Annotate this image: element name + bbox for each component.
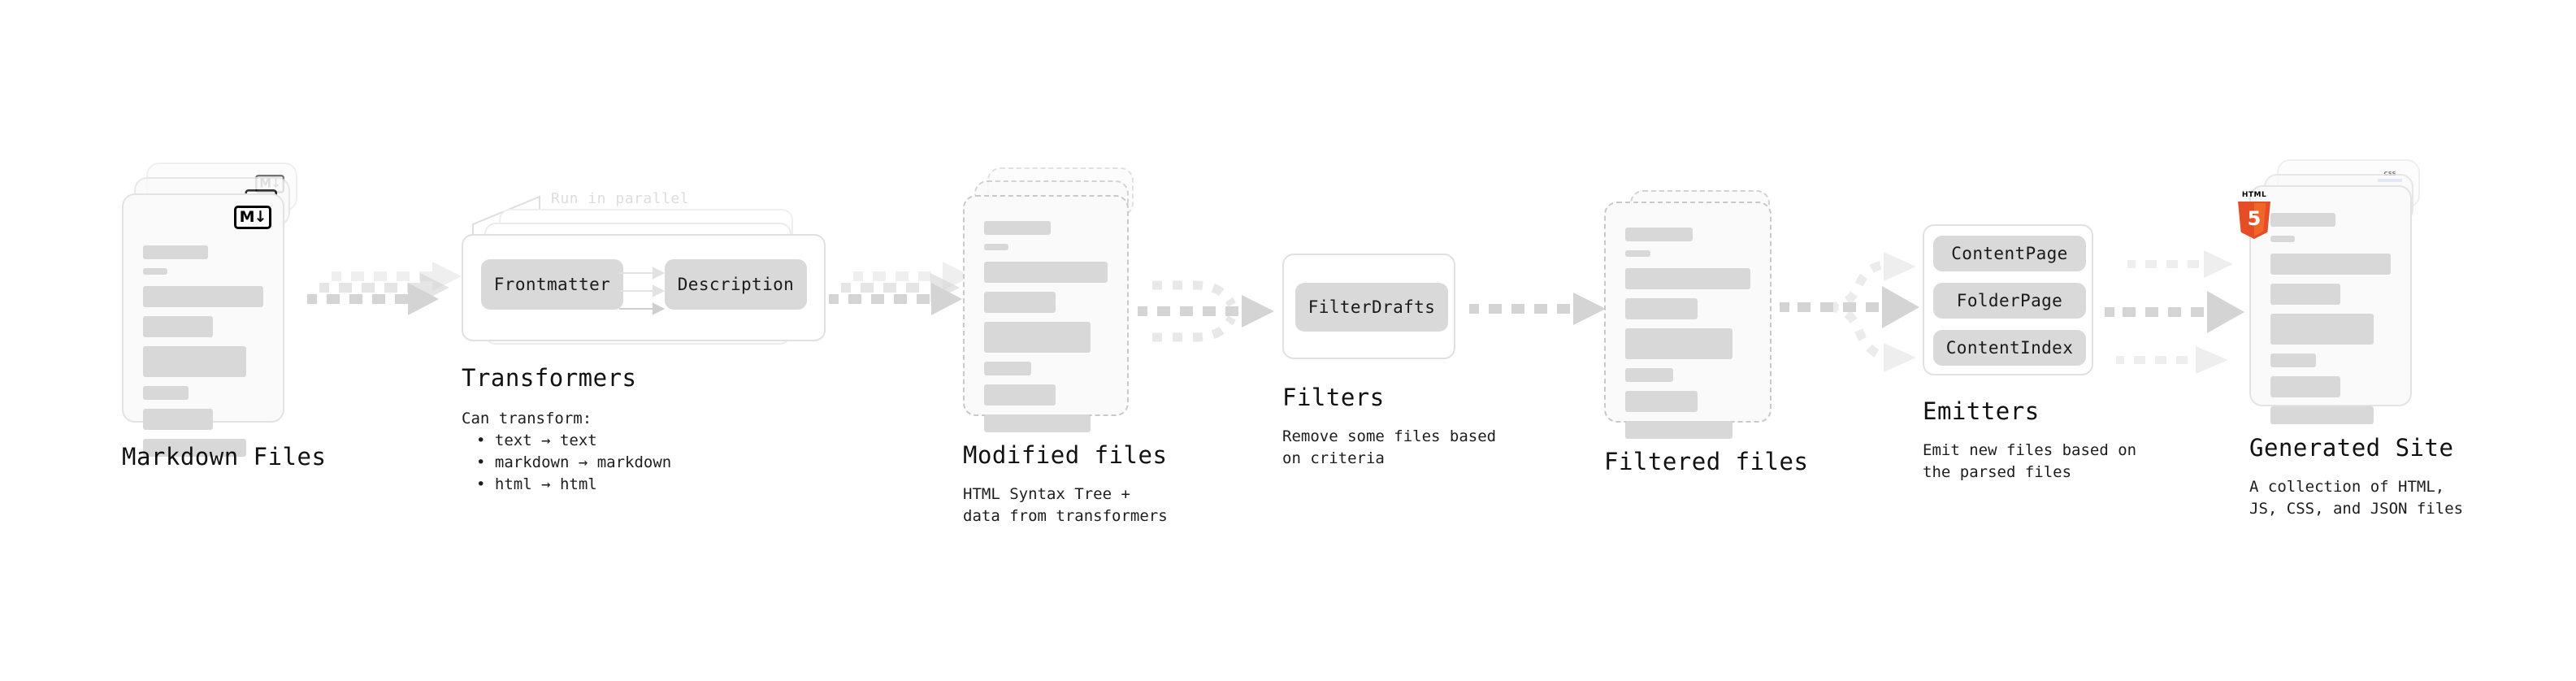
- emitters-box: ContentPage FolderPage ContentIndex: [1923, 224, 2093, 375]
- transformers-bullet-2: • html → html: [476, 475, 597, 493]
- emitter-pill-folderpage[interactable]: FolderPage: [1933, 283, 2086, 319]
- connector-filters-to-filtered: [1469, 293, 1606, 325]
- emitter-pill-contentindex[interactable]: ContentIndex: [1933, 330, 2086, 366]
- stage-markdown-files: M↓ M↓ M↓: [122, 163, 326, 471]
- connector-modified-to-filters: [1138, 280, 1274, 342]
- connector-emitters-to-site: [2105, 250, 2244, 374]
- stage-filtered-files: Filtered files: [1604, 190, 1808, 475]
- stage-modified-files: Modified files HTML Syntax Tree + data f…: [963, 167, 1168, 525]
- emitter-pill-contentpage[interactable]: ContentPage: [1933, 236, 2086, 271]
- markdown-file-stack: M↓ M↓ M↓: [122, 163, 301, 457]
- transformer-pill-description-label: Description: [677, 275, 795, 294]
- connector-transformers-to-modified: [829, 262, 972, 315]
- html5-badge-word: HTML: [2241, 191, 2267, 199]
- markdown-badge-label: M↓: [239, 208, 267, 226]
- run-in-parallel-label: Run in parallel: [551, 190, 690, 207]
- filters-title: Filters: [1282, 384, 1385, 411]
- transformer-pill-frontmatter[interactable]: Frontmatter: [481, 259, 623, 310]
- filters-box: FilterDrafts: [1282, 254, 1455, 359]
- transformer-box-front: Frontmatter Description: [462, 234, 826, 341]
- markdown-card-front: M↓: [122, 193, 284, 457]
- html5-shield-inner: [2254, 202, 2266, 236]
- html5-badge: HTML 5: [2238, 191, 2270, 239]
- connector-filtered-to-emitters: [1780, 252, 1919, 372]
- transformer-inner-arrows: [619, 267, 666, 315]
- markdown-files-title: Markdown Files: [122, 443, 327, 471]
- modified-files-subtitle: HTML Syntax Tree + data from transformer…: [963, 485, 1168, 525]
- modified-file-stack: [963, 167, 1142, 432]
- generated-site-stack: CSS HTML 5: [2238, 159, 2436, 427]
- filtered-files-title: Filtered files: [1604, 448, 1809, 475]
- transformers-bullet-0: • text → text: [476, 432, 597, 449]
- emitter-pill-contentindex-label: ContentIndex: [1945, 338, 2074, 358]
- filters-subtitle: Remove some files based on criteria: [1282, 427, 1497, 467]
- markdown-badge: M↓: [234, 206, 271, 229]
- generated-site-title: Generated Site: [2249, 434, 2454, 462]
- filtered-card-front: [1604, 202, 1772, 439]
- stage-generated-site: CSS HTML 5: [2238, 159, 2463, 518]
- transformers-bullet-1: • markdown → markdown: [476, 453, 672, 471]
- generated-placeholder-lines: [2270, 213, 2391, 433]
- transformer-pill-description[interactable]: Description: [665, 259, 807, 310]
- emitter-pill-contentpage-label: ContentPage: [1951, 244, 2068, 263]
- filtered-file-stack: [1604, 190, 1783, 439]
- transformers-subtitle: Can transform:: [462, 410, 592, 427]
- generated-site-subtitle: A collection of HTML, JS, CSS, and JSON …: [2249, 478, 2464, 518]
- emitters-title: Emitters: [1923, 397, 2040, 425]
- filter-pill-filterdrafts-label: FilterDrafts: [1308, 297, 1436, 317]
- modified-placeholder-lines: [984, 221, 1108, 441]
- filter-pill-filterdrafts[interactable]: FilterDrafts: [1295, 283, 1448, 332]
- generated-card-html: HTML 5: [2238, 185, 2412, 424]
- modified-card-front: [963, 195, 1129, 432]
- markdown-placeholder-lines: [143, 245, 263, 466]
- emitters-subtitle: Emit new files based on the parsed files: [1923, 441, 2137, 481]
- modified-files-title: Modified files: [963, 441, 1168, 469]
- html5-badge-number: 5: [2247, 207, 2262, 230]
- transformer-pill-frontmatter-label: Frontmatter: [493, 275, 611, 294]
- emitter-pill-folderpage-label: FolderPage: [1956, 291, 2063, 310]
- transformers-title: Transformers: [462, 364, 637, 392]
- filtered-placeholder-lines: [1625, 228, 1750, 448]
- connector-md-to-transformers: [307, 262, 462, 315]
